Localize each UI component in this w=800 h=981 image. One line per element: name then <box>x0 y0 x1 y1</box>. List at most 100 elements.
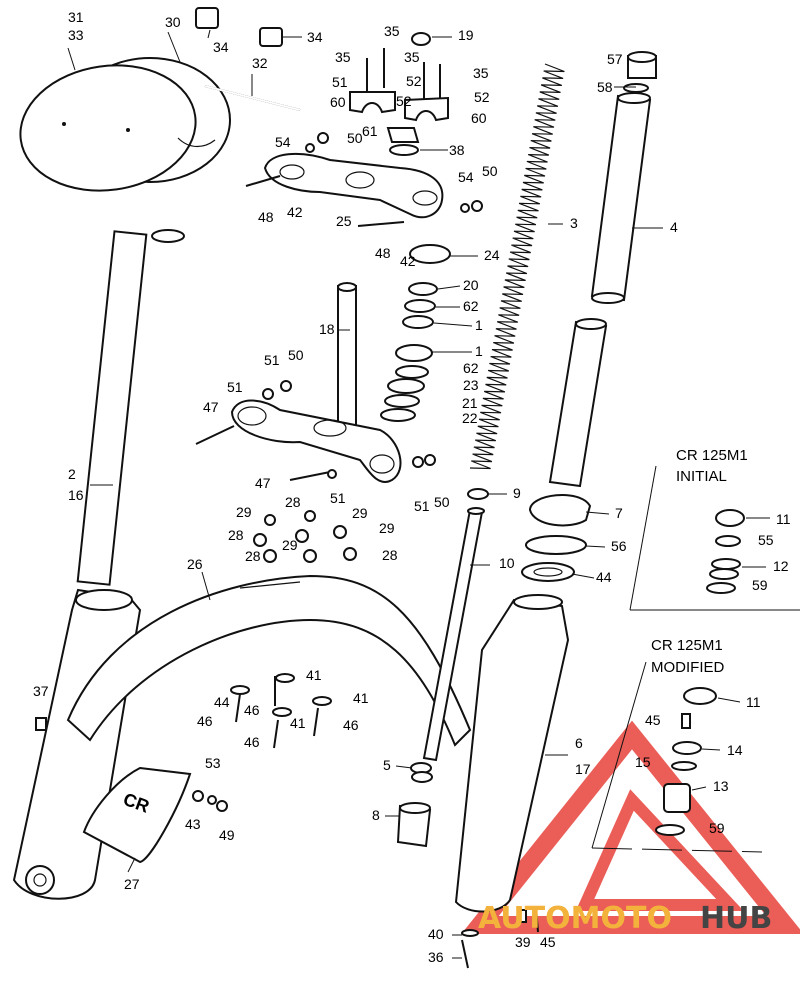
tube-top <box>575 318 607 330</box>
lens-dot <box>62 122 66 126</box>
part-callout: 23 <box>463 377 479 393</box>
washer-22 <box>380 408 416 422</box>
part-callout: 21 <box>462 395 478 411</box>
part-callout: 43 <box>185 816 201 832</box>
part-callout: 47 <box>255 475 271 491</box>
part-callout: 54 <box>458 169 474 185</box>
bleed-screw-37 <box>35 717 47 731</box>
part-callout: 38 <box>449 142 465 158</box>
part-callout: 29 <box>282 537 298 553</box>
bottom-bridge-18 <box>230 399 402 483</box>
part-callout: 28 <box>382 547 398 563</box>
part-callout: 48 <box>258 209 274 225</box>
fork-boot <box>75 589 133 611</box>
bridge-hole <box>279 164 305 180</box>
part-callout: 25 <box>336 213 352 229</box>
automotohub-logo <box>461 720 800 934</box>
part-callout: 51 <box>227 379 243 395</box>
part-callout: 28 <box>228 527 244 543</box>
nut-50 <box>317 132 329 144</box>
part-callout: 52 <box>396 93 412 109</box>
slider-top <box>513 594 563 610</box>
part-callout: 3 <box>570 215 578 231</box>
part-callout: 14 <box>727 742 743 758</box>
top-bridge-25 <box>263 152 444 219</box>
part-callout: 51 <box>414 498 430 514</box>
oil-seal-44 <box>521 562 575 582</box>
logo-triangle-outer <box>461 720 800 934</box>
washer-29 <box>304 510 316 522</box>
part-callout: 17 <box>575 761 591 777</box>
part-callout: 7 <box>615 505 623 521</box>
part-callout: 31 <box>68 9 84 25</box>
spring-5 <box>411 771 433 783</box>
part-callout: 61 <box>362 123 378 139</box>
part-callout: 28 <box>285 494 301 510</box>
bolt-46 <box>273 719 279 749</box>
part-callout: 41 <box>306 667 322 683</box>
bridge-hole <box>345 171 375 189</box>
fender-rib <box>239 581 301 589</box>
washer-51 <box>327 469 337 479</box>
part-callout: 60 <box>471 110 487 126</box>
o-ring-59 <box>706 582 736 594</box>
screw-45 <box>681 713 691 729</box>
part-callout: 13 <box>713 778 729 794</box>
variant-initial-box: CR 125M1 INITIAL <box>629 447 800 611</box>
bolt-47 <box>289 471 331 481</box>
bolt-48 <box>245 175 281 187</box>
box-divider <box>591 661 647 849</box>
nut-28 <box>303 549 317 563</box>
clamp-60 <box>349 91 396 114</box>
part-callout: 19 <box>458 27 474 43</box>
washer-29 <box>264 514 276 526</box>
washer-40 <box>461 929 479 937</box>
handlebar-clamp-group <box>305 32 449 156</box>
piston-ring-9 <box>467 488 489 500</box>
dust-seal-7 <box>528 494 592 527</box>
fork-inner-lower <box>548 320 608 488</box>
part-callout: 52 <box>474 89 490 105</box>
variant-initial-model: CR 125M1 <box>676 447 748 464</box>
rubber-cap-34 <box>259 27 283 47</box>
part-callout: 11 <box>746 694 761 710</box>
part-callout: 59 <box>709 820 725 836</box>
bridge-hole <box>313 419 347 437</box>
bolt-36 <box>461 939 469 969</box>
clip-56 <box>525 535 587 555</box>
front-fender-26 <box>66 574 472 747</box>
washer-54 <box>460 203 470 213</box>
nut-50 <box>424 454 436 466</box>
headlight-wire <box>177 137 216 148</box>
part-callout: 48 <box>375 245 391 261</box>
part-callout: 50 <box>434 494 450 510</box>
part-callout: 62 <box>463 360 479 376</box>
part-callout: 29 <box>352 505 368 521</box>
nut-28 <box>253 533 267 547</box>
part-callout: 11 <box>776 511 791 527</box>
washer-54 <box>305 143 315 153</box>
part-callout: 50 <box>347 130 363 146</box>
headlight-assembly <box>19 57 301 192</box>
part-callout: 58 <box>597 79 613 95</box>
part-callout: 37 <box>33 683 49 699</box>
part-callout: 42 <box>400 253 416 269</box>
part-callout: 46 <box>197 713 213 729</box>
part-callout: 49 <box>219 827 235 843</box>
fork-tube-top <box>617 92 651 104</box>
race-1 <box>395 344 433 362</box>
variant-initial-label: INITIAL <box>676 468 727 485</box>
part-callout: 46 <box>244 734 260 750</box>
part-callout: 50 <box>288 347 304 363</box>
o-ring-55 <box>715 535 741 547</box>
part-callout: 46 <box>244 702 260 718</box>
part-callout: 40 <box>428 926 444 942</box>
part-callout: 50 <box>482 163 498 179</box>
bolt-46 <box>313 707 319 737</box>
part-callout: 51 <box>264 352 280 368</box>
screw-45 <box>535 907 539 933</box>
stem-nut-24 <box>409 244 451 264</box>
part-callout: 54 <box>275 134 291 150</box>
dust-seal-21 <box>384 394 420 408</box>
